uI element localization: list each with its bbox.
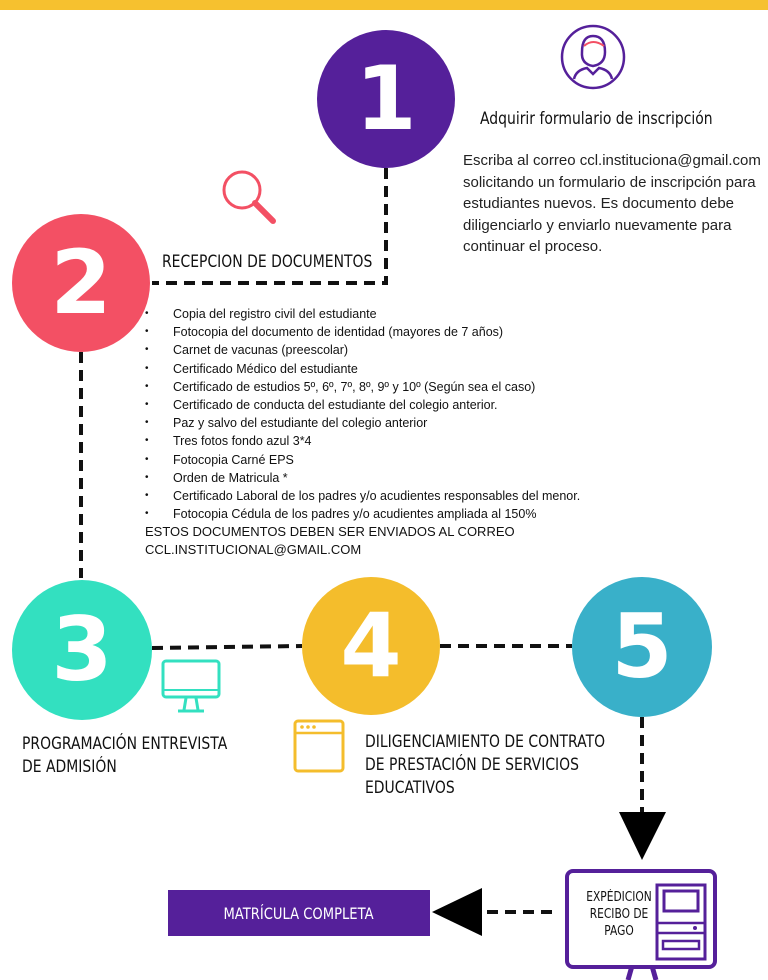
document-item: Copia del registro civil del estudiante	[145, 305, 580, 323]
matricula-completa-box: MATRÍCULA COMPLETA	[168, 890, 430, 936]
document-item: Certificado de estudios 5º, 6º, 7º, 8º, …	[145, 378, 580, 396]
magnifier-icon	[222, 170, 276, 224]
document-item: Fotocopia del documento de identidad (ma…	[145, 323, 580, 341]
user-icon	[560, 24, 626, 90]
step-1-circle: 1	[317, 30, 455, 168]
step-2-circle: 2	[12, 214, 150, 352]
step-5-circle: 5	[572, 577, 712, 717]
document-item: Fotocopia Carné EPS	[145, 451, 580, 469]
step-3-title-line: PROGRAMACIÓN ENTREVISTA	[22, 734, 228, 754]
step-number: 1	[355, 47, 417, 150]
step-4-title: DILIGENCIAMIENTO DE CONTRATO DE PRESTACI…	[365, 731, 605, 800]
connector-1-2	[152, 168, 388, 285]
documents-list: Copia del registro civil del estudianteF…	[145, 305, 580, 524]
step-4-title-line: EDUCATIVOS	[365, 778, 455, 798]
step-number: 2	[50, 231, 112, 334]
step-4-title-line: DILIGENCIAMIENTO DE CONTRATO	[365, 732, 606, 752]
monitor-icon	[161, 659, 221, 713]
documents-note-line: CCL.INSTITUCIONAL@GMAIL.COM	[145, 542, 362, 557]
documents-note: ESTOS DOCUMENTOS DEBEN SER ENVIADOS AL C…	[145, 523, 515, 559]
step-1-description: Escriba al correo ccl.instituciona@gmail…	[463, 152, 761, 255]
matricula-completa-label: MATRÍCULA COMPLETA	[223, 903, 375, 923]
payment-line: RECIBO DE	[589, 907, 649, 922]
connector-3-4	[151, 644, 303, 650]
documents-note-line: ESTOS DOCUMENTOS DEBEN SER ENVIADOS AL C…	[145, 524, 515, 539]
payment-kiosk-icon	[655, 883, 707, 961]
payment-line: EXPÉDICION	[586, 890, 652, 905]
step-3-title-line: DE ADMISIÓN	[22, 757, 117, 777]
arrow-left	[432, 888, 482, 936]
document-item: Fotocopia Cédula de los padres y/o acudi…	[145, 505, 580, 523]
arrow-down	[619, 812, 666, 860]
payment-line: PAGO	[604, 924, 634, 939]
step-number: 5	[611, 595, 673, 698]
browser-window-icon	[293, 719, 345, 773]
step-2-title: RECEPCION DE DOCUMENTOS	[162, 252, 373, 272]
document-item: Carnet de vacunas (preescolar)	[145, 341, 580, 359]
step-1-title: Adquirir formulario de inscripción	[480, 109, 713, 129]
step-number: 3	[51, 598, 113, 701]
document-item: Orden de Matricula *	[145, 469, 580, 487]
payment-kiosk-label: EXPÉDICION RECIBO DE PAGO	[586, 889, 652, 940]
payment-kiosk: EXPÉDICION RECIBO DE PAGO	[565, 869, 717, 969]
step-4-circle: 4	[302, 577, 440, 715]
document-item: Certificado Laboral de los padres y/o ac…	[145, 487, 580, 505]
document-item: Tres fotos fondo azul 3*4	[145, 432, 580, 450]
top-accent-bar	[0, 0, 768, 10]
step-number: 4	[340, 594, 402, 697]
document-item: Certificado Médico del estudiante	[145, 360, 580, 378]
step-3-circle: 3	[12, 580, 152, 720]
document-item: Certificado de conducta del estudiante d…	[145, 396, 580, 414]
step-4-title-line: DE PRESTACIÓN DE SERVICIOS	[365, 755, 579, 775]
step-3-title: PROGRAMACIÓN ENTREVISTA DE ADMISIÓN	[22, 733, 227, 779]
document-item: Paz y salvo del estudiante del colegio a…	[145, 414, 580, 432]
